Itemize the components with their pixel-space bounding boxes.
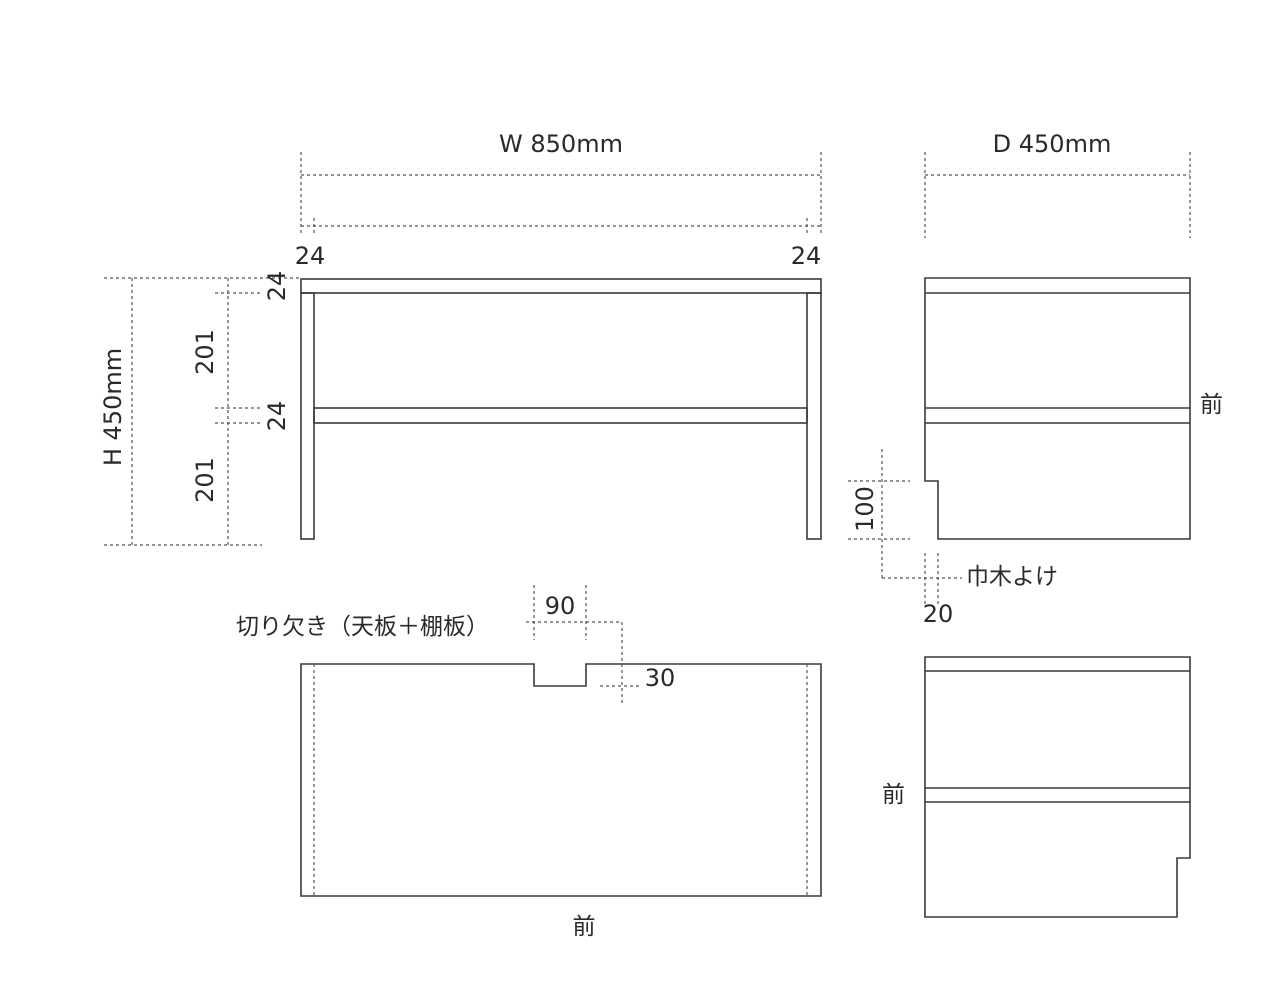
top-front-label: 前 (573, 914, 596, 940)
lower-space-label: 201 (191, 457, 219, 503)
notch-height-label: 100 (851, 486, 879, 532)
side-front-label: 前 (1200, 392, 1223, 418)
baseboard-label: 巾木よけ (966, 564, 1058, 590)
notch-depth-label: 20 (923, 600, 954, 628)
edge-left-label: 24 (295, 242, 326, 270)
side-view-dimensions (848, 152, 1191, 605)
cutout-depth-label: 30 (645, 664, 676, 692)
upper-space-label: 201 (191, 329, 219, 375)
bottom-side-panel-outline (924, 656, 1191, 918)
bottom-side-view (924, 656, 1191, 918)
front-view (300, 278, 822, 540)
right-side-panel (806, 292, 822, 540)
side-view (924, 277, 1191, 540)
top-view (300, 663, 822, 897)
bottom-side-front-label: 前 (882, 782, 905, 808)
cutout-width-label: 90 (545, 592, 576, 620)
height-label: H 450mm (99, 348, 127, 466)
width-label: W 850mm (499, 130, 623, 158)
front-view-dimensions (104, 152, 822, 546)
top-board (300, 278, 822, 294)
side-panel-outline (924, 277, 1191, 540)
top-board-outline (300, 663, 822, 897)
middle-shelf (313, 407, 808, 424)
top-view-dimensions (526, 585, 640, 703)
cutout-label: 切り欠き（天板＋棚板） (236, 614, 489, 640)
shelf-thickness-label: 24 (263, 401, 291, 432)
top-thickness-label: 24 (263, 271, 291, 302)
edge-right-label: 24 (791, 242, 822, 270)
depth-label: D 450mm (993, 130, 1112, 158)
left-side-panel (300, 292, 315, 540)
